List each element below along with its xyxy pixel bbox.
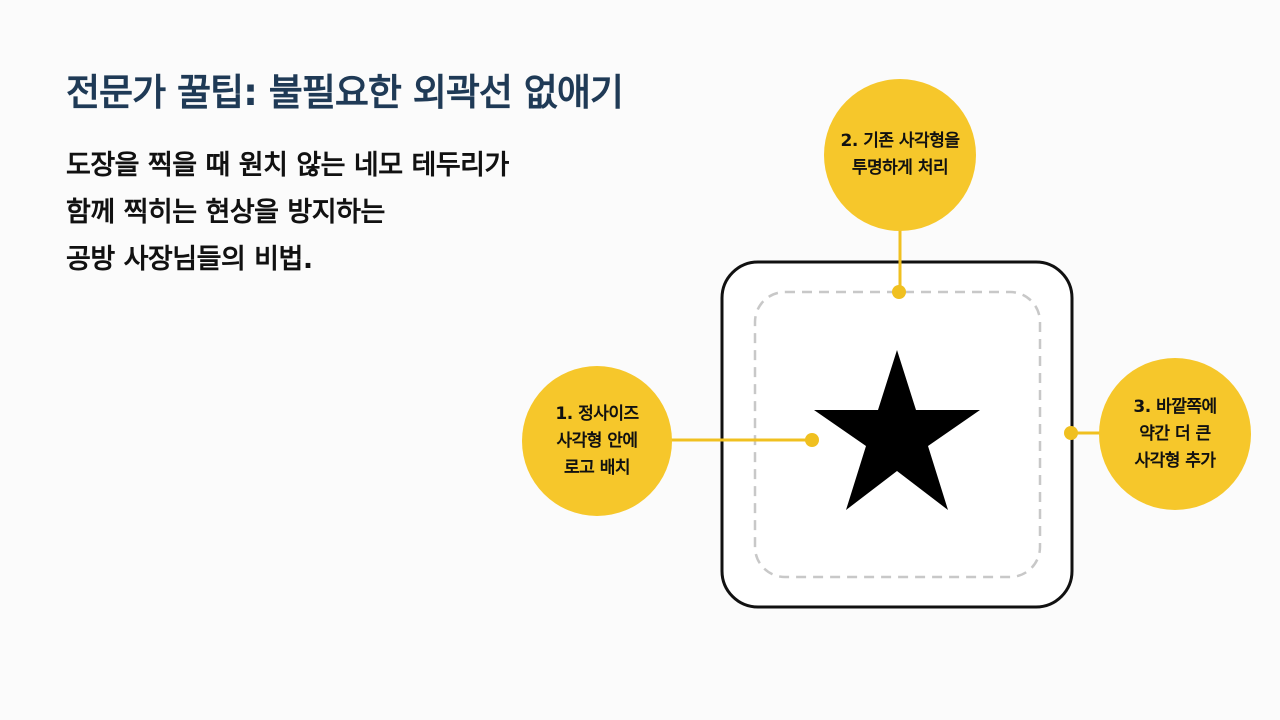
step-1-line-1: 1. 정사이즈 [555, 403, 639, 424]
subtitle-line-1: 도장을 찍을 때 원치 않는 네모 테두리가 [66, 150, 509, 181]
step-2-line-2: 투명하게 처리 [851, 158, 949, 178]
step-2-bubble: 2. 기존 사각형을 투명하게 처리 [824, 79, 976, 231]
step-1-line-2: 사각형 안에 [556, 430, 638, 451]
connector-dot-3 [1064, 426, 1078, 440]
star-icon [814, 350, 980, 510]
step-1-line-3: 로고 배치 [564, 457, 630, 478]
page-title: 전문가 꿀팁: 불필요한 외곽선 없애기 [66, 71, 624, 114]
step-3-line-1: 3. 바깥쪽에 [1133, 396, 1217, 417]
step-1-bubble: 1. 정사이즈 사각형 안에 로고 배치 [522, 366, 672, 516]
subtitle: 도장을 찍을 때 원치 않는 네모 테두리가 함께 찍히는 현상을 방지하는 공… [66, 142, 509, 283]
subtitle-line-3: 공방 사장님들의 비법. [66, 244, 313, 275]
connector-dot-1 [805, 433, 819, 447]
step-3-line-2: 약간 더 큰 [1139, 423, 1211, 444]
step-3-line-3: 사각형 추가 [1134, 450, 1216, 471]
subtitle-line-2: 함께 찍히는 현상을 방지하는 [66, 197, 385, 228]
connector-dot-2 [892, 285, 906, 299]
step-3-bubble: 3. 바깥쪽에 약간 더 큰 사각형 추가 [1099, 358, 1251, 510]
step-2-line-1: 2. 기존 사각형을 [840, 131, 960, 151]
